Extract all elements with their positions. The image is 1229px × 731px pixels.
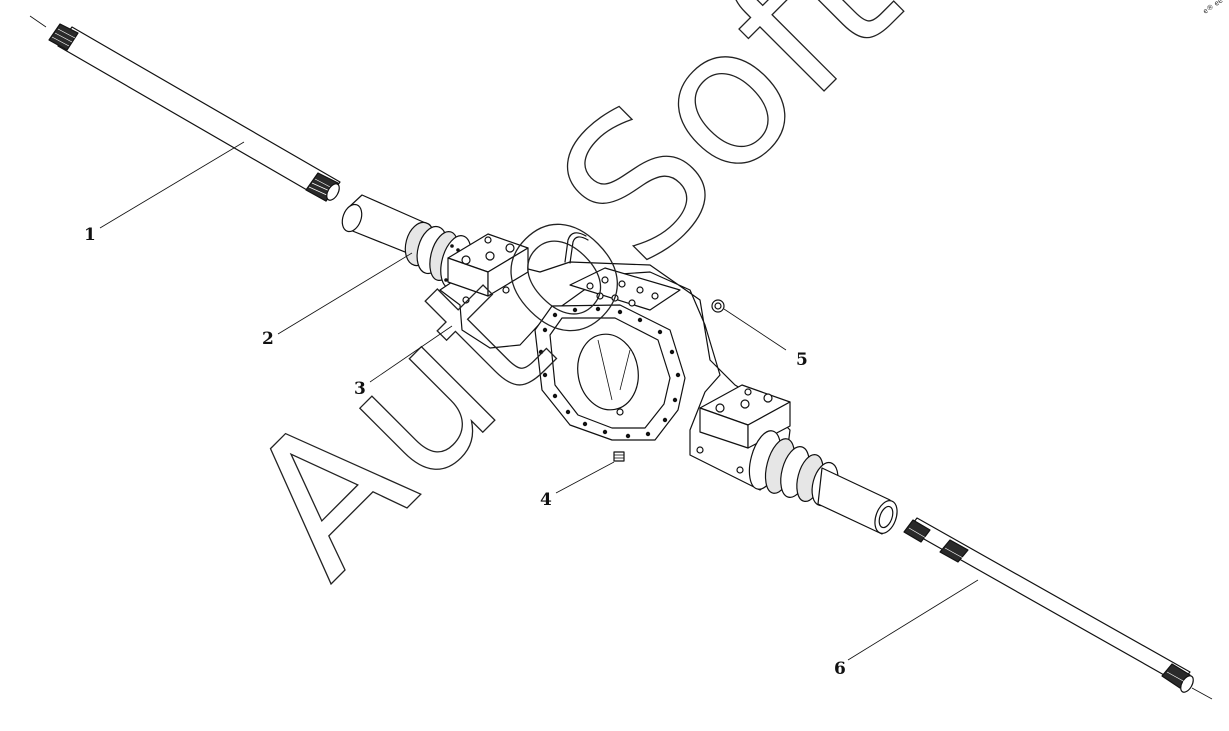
callout-4: 4 xyxy=(540,490,552,510)
callout-1: 1 xyxy=(84,225,96,245)
corner-mark: e® ee xyxy=(1202,0,1225,16)
watermark: AutoSoft xyxy=(206,0,939,617)
right-half-shaft xyxy=(903,517,1213,700)
left-half-shaft xyxy=(29,15,341,202)
leader-lines xyxy=(99,141,979,661)
callout-2: 2 xyxy=(262,329,274,349)
drain-plug xyxy=(613,451,625,462)
callout-6: 6 xyxy=(834,659,846,679)
callout-5: 5 xyxy=(796,350,808,370)
callout-3: 3 xyxy=(354,379,366,399)
axle-housing xyxy=(439,232,791,491)
right-axle-tube xyxy=(748,430,898,535)
filler-plug xyxy=(711,299,725,313)
